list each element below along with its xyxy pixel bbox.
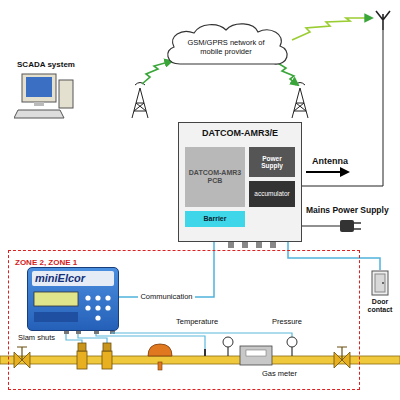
key (105, 295, 110, 300)
radio-link (142, 61, 172, 84)
cable-gland (76, 331, 81, 334)
radio-tower (292, 83, 308, 119)
cable-glands (228, 242, 276, 248)
part-label: Antenna (312, 156, 348, 166)
pressure-gauge (223, 337, 233, 356)
meter-display (246, 350, 266, 356)
gauge-stem (291, 347, 292, 356)
network-cloud: GSM/GPRS network of mobile provider (160, 20, 292, 72)
module-label: accumulator (254, 190, 289, 197)
meter-body (240, 346, 272, 365)
panel-label: DATCOM-AMR3 PCB (187, 169, 243, 186)
monitor (22, 74, 56, 102)
device-label: Door contact (362, 298, 398, 313)
pcb-panel: DATCOM-AMR3 PCB (185, 147, 245, 207)
antenna-symbol (376, 11, 390, 30)
front-strip (34, 312, 78, 322)
volume-corrector: miniElcor (27, 267, 119, 331)
device-label: SCADA system (10, 60, 82, 70)
lcd-display (34, 292, 78, 306)
device-brand: miniElcor (32, 271, 114, 286)
pressure-cable (112, 333, 292, 337)
key (85, 305, 90, 310)
door-frame (372, 271, 388, 295)
antenna-cable (302, 30, 383, 186)
tower-lattice (292, 88, 308, 118)
signal-cable (288, 242, 380, 270)
slam-shut-valve (77, 343, 87, 369)
key (105, 305, 110, 310)
valve-actuator (78, 343, 86, 351)
cloud-text: GSM/GPRS network of mobile provider (182, 39, 270, 56)
key (95, 305, 100, 310)
gauge-dial (287, 337, 297, 347)
cable-glands (64, 331, 115, 334)
gas-meter-symbol (240, 346, 272, 365)
accumulator-module: accumulator (249, 181, 295, 207)
valve-body (102, 351, 112, 369)
regulator-base (158, 362, 162, 370)
pressure-regulator (148, 344, 172, 356)
cable-gland (64, 331, 69, 334)
plug-symbol (340, 220, 354, 232)
door-icon (371, 270, 389, 296)
valve-body (77, 351, 87, 369)
part-label: Pressure (272, 318, 302, 327)
gauge-stem (227, 347, 228, 356)
keyboard (14, 110, 64, 118)
radio-link (292, 18, 372, 40)
door-contact: Door contact (362, 270, 398, 313)
cable-gland (94, 331, 99, 334)
antenna-arrow (306, 171, 348, 173)
slam-shut-valve (102, 343, 112, 369)
radio-link (276, 62, 298, 85)
slam-shut-cable (78, 334, 107, 343)
computer-case (59, 80, 73, 108)
temperature-sensor (204, 349, 206, 356)
device-title: DATCOM-AMR3/E (179, 123, 301, 138)
screen (26, 77, 52, 97)
valve-actuator (103, 343, 111, 351)
module-label: Barrier (204, 215, 227, 223)
cable-gland (256, 242, 262, 248)
temperature-cable (96, 334, 205, 349)
barrier-module: Barrier (185, 211, 245, 227)
monitor-stand (34, 102, 44, 106)
tower-lattice (132, 88, 148, 118)
part-label: Slam shuts (18, 334, 55, 343)
part-label: Temperature (176, 318, 218, 327)
module-label: Power Supply (251, 155, 293, 170)
door-knob (382, 282, 384, 284)
valve-handle (337, 347, 347, 360)
ball-valve (14, 347, 30, 368)
part-label: Gas meter (262, 370, 297, 379)
mains-cable (302, 225, 340, 226)
door-leaf (375, 274, 385, 292)
part-label: Mains Power Supply (306, 206, 389, 216)
key (95, 295, 100, 300)
cable-gland (228, 242, 234, 248)
radio-tower (132, 83, 148, 119)
key (95, 315, 100, 320)
cable-gland (270, 242, 276, 248)
scada-computer: SCADA system (10, 60, 82, 122)
computer-icon (14, 72, 78, 122)
ball-valve (334, 347, 350, 368)
connector-label: Communication (138, 293, 194, 302)
device-face (32, 290, 116, 328)
cable-gland (242, 242, 248, 248)
cloud-shape (168, 24, 287, 64)
power-supply-module: Power Supply (249, 147, 295, 177)
datcom-housing: DATCOM-AMR3/E DATCOM-AMR3 PCB Power Supply… (178, 122, 302, 242)
valve-handle (17, 347, 27, 360)
gauge-dial (223, 337, 233, 347)
pressure-gauge (287, 337, 297, 356)
key (85, 295, 90, 300)
plug-pins (354, 223, 361, 229)
